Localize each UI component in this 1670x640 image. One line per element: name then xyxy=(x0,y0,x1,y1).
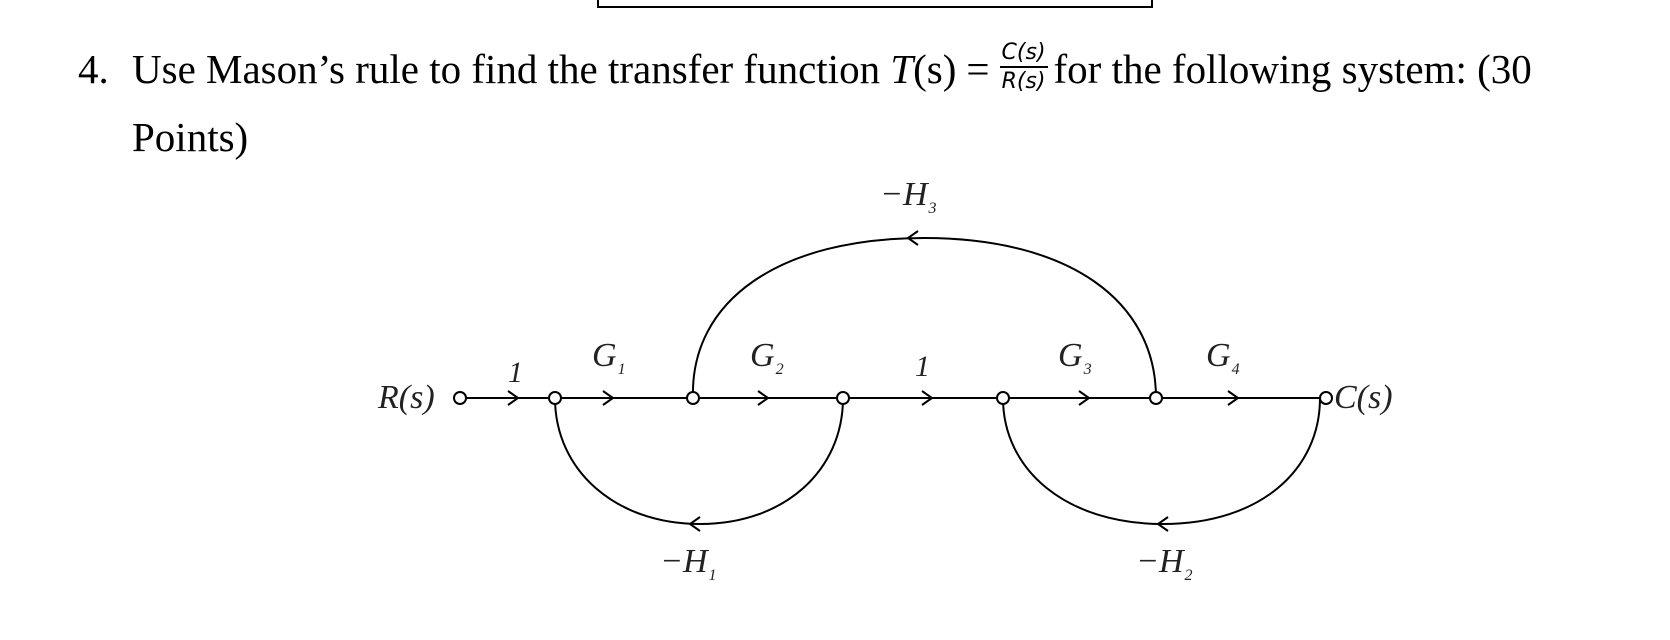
arrow-g1 xyxy=(602,390,615,406)
question-line-1: 4. Use Mason’s rule to find the transfer… xyxy=(78,42,1658,95)
node-1 xyxy=(548,391,562,405)
gain-g2: G2 xyxy=(750,337,784,378)
node-input xyxy=(453,391,467,405)
arrow-unity xyxy=(921,390,934,406)
arrow-input xyxy=(507,390,520,406)
arrow-g4 xyxy=(1227,390,1240,406)
arrow-h1 xyxy=(688,516,701,532)
label-h1: −H1 xyxy=(660,543,717,584)
output-label: C(s) xyxy=(1334,379,1393,416)
loop-h2 xyxy=(1002,397,1321,526)
question-text-before: Use Mason’s rule to find the transfer fu… xyxy=(132,46,881,92)
gain-unity: 1 xyxy=(915,350,930,383)
fraction-numerator: C(s) xyxy=(999,42,1048,68)
previous-content-box xyxy=(597,0,1153,8)
node-5 xyxy=(1149,391,1163,405)
arrow-h3 xyxy=(906,230,919,246)
fraction-denominator: R(s) xyxy=(1001,69,1046,94)
node-2 xyxy=(686,391,700,405)
arrow-h2 xyxy=(1156,516,1169,532)
arrow-g2 xyxy=(757,390,770,406)
gain-g3: G3 xyxy=(1058,337,1092,378)
equals-sign: = xyxy=(966,46,990,92)
transfer-function-arg: (s) xyxy=(913,46,957,92)
question-text-after: for the following system: (30 xyxy=(1053,46,1532,92)
label-h2: −H2 xyxy=(1136,543,1193,584)
transfer-function-symbol: T xyxy=(890,46,914,92)
question-4: 4. Use Mason’s rule to find the transfer… xyxy=(78,42,1658,160)
gain-g4: G4 xyxy=(1206,337,1240,378)
question-line-2: Points) xyxy=(132,114,249,160)
gain-input: 1 xyxy=(508,356,523,389)
input-label: R(s) xyxy=(377,379,435,416)
loop-h3 xyxy=(691,236,1157,399)
question-number: 4. xyxy=(78,46,109,92)
node-3 xyxy=(836,391,850,405)
transfer-fraction: C(s) R(s) xyxy=(999,42,1048,94)
label-h3: −H3 xyxy=(880,176,937,217)
arrow-g3 xyxy=(1078,390,1091,406)
loop-h1 xyxy=(554,397,844,526)
gain-g1: G1 xyxy=(592,337,626,378)
node-4 xyxy=(996,391,1010,405)
node-output xyxy=(1319,391,1333,405)
